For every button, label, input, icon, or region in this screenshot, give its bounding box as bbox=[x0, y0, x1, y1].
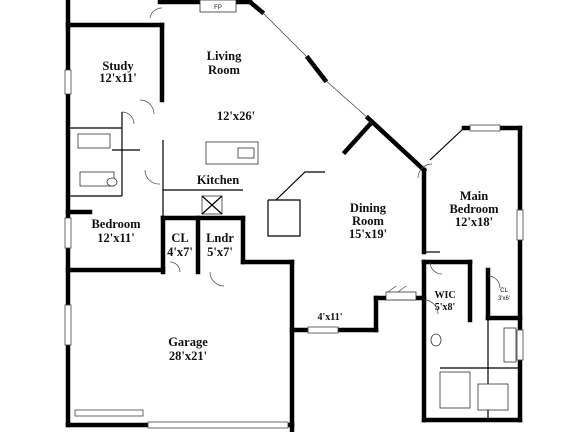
bedroom-name: Bedroom bbox=[91, 217, 141, 231]
garage-size: 28'x21' bbox=[169, 349, 207, 363]
toilet bbox=[106, 177, 118, 187]
bathtub bbox=[77, 133, 111, 149]
kitchen-sink bbox=[237, 147, 255, 159]
bedroom-size: 12'x11' bbox=[97, 231, 135, 245]
laundry-name: Lndr bbox=[206, 231, 234, 245]
living-name-2: Room bbox=[208, 63, 241, 77]
dining-size: 15'x19' bbox=[349, 227, 387, 241]
main-closet-size: 3'x6' bbox=[498, 296, 510, 302]
kitchen-name: Kitchen bbox=[197, 173, 239, 187]
main-toilet bbox=[430, 333, 442, 347]
laundry-size: 5'x7' bbox=[207, 245, 233, 259]
dining-name-1: Dining bbox=[350, 201, 387, 215]
main-bedroom-name-2: Bedroom bbox=[449, 202, 499, 216]
garage-name: Garage bbox=[168, 335, 208, 349]
double-vanity bbox=[503, 327, 517, 363]
wic-name: WIC bbox=[434, 290, 455, 301]
shower bbox=[439, 371, 471, 409]
study-size: 12'x11' bbox=[99, 71, 137, 85]
main-bedroom-name-1: Main bbox=[460, 189, 489, 203]
dining-name-2: Room bbox=[352, 214, 385, 228]
closet-name: CL bbox=[171, 231, 188, 245]
fireplace-label: FP bbox=[214, 5, 222, 11]
labels: Study 12'x11' Living Room 12'x26' Kitche… bbox=[91, 5, 510, 363]
main-bedroom-size: 12'x18' bbox=[455, 215, 493, 229]
fixtures bbox=[77, 0, 517, 411]
doors bbox=[121, 7, 501, 315]
main-tub bbox=[477, 383, 509, 411]
study-name: Study bbox=[102, 59, 134, 73]
hall-size: 4'x11' bbox=[317, 312, 342, 323]
living-size: 12'x26' bbox=[217, 109, 255, 123]
interior-lines bbox=[68, 112, 520, 420]
windows bbox=[64, 11, 524, 429]
kitchen-island bbox=[205, 141, 259, 165]
walls bbox=[65, 0, 523, 432]
wic-size: 5'x8' bbox=[435, 302, 456, 313]
closet-size: 4'x7' bbox=[167, 245, 193, 259]
living-name-1: Living bbox=[207, 49, 242, 63]
fireplace bbox=[199, 0, 237, 13]
main-closet-name: CL bbox=[500, 288, 508, 294]
